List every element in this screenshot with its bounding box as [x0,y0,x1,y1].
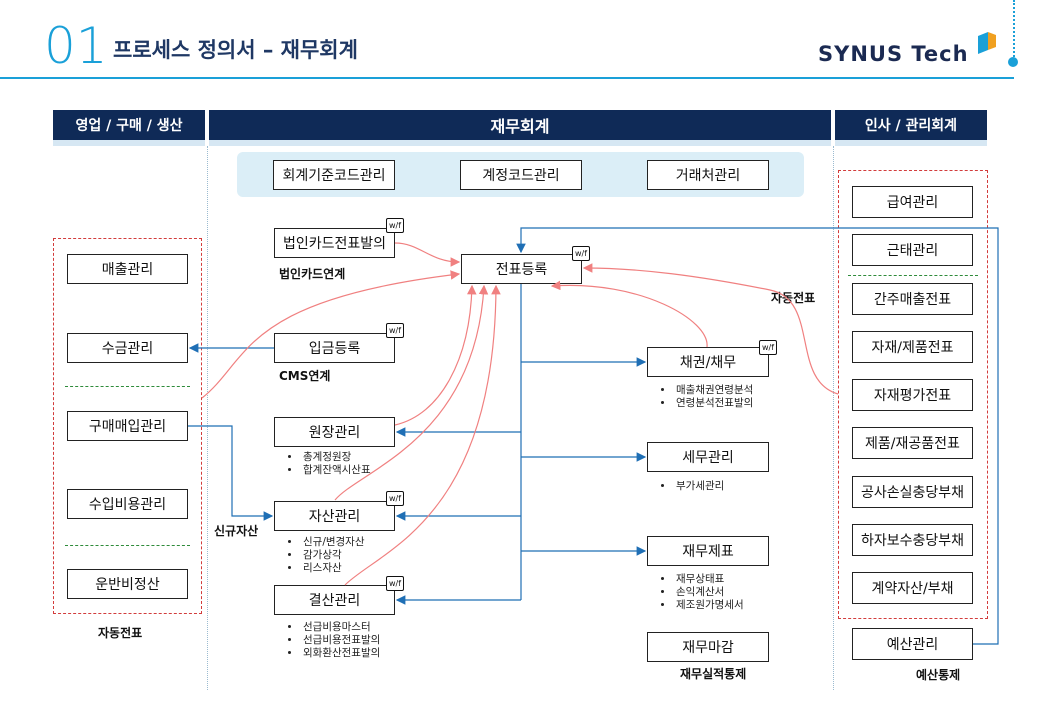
workflow-badge-card: w/f [386,218,404,233]
ledger-items: 총계정원장 합계잔액시산표 [287,451,371,477]
arrow-purchase-to-asset [188,425,274,521]
wip-slip-box[interactable]: 제품/재공품전표 [852,427,973,459]
financial-statement-item: 제조원가명세서 [674,599,744,612]
workflow-badge-slip: w/f [572,246,590,261]
new-asset-caption: 신규자산 [214,524,259,538]
brand-mark-icon [978,32,996,54]
deposit-registration-box[interactable]: 입금등록 [274,333,395,363]
ledger-item: 총계정원장 [301,451,371,464]
arrow-asset-to-slip [334,284,489,501]
vendor-management-box[interactable]: 거래처관리 [647,160,769,190]
budget-control-caption: 예산통제 [916,668,961,682]
header-rule [0,77,1014,79]
closing-management-box[interactable]: 결산관리 [274,585,395,615]
band-hr-management: 인사 / 관리회계 [835,110,987,140]
financial-statement-box[interactable]: 재무제표 [647,536,769,566]
import-cost-box[interactable]: 수입비용관리 [67,489,188,519]
band-sales-purchase-production: 영업 / 구매 / 생산 [53,110,205,140]
receivable-item: 매출채권연령분석 [674,384,753,397]
asset-management-box[interactable]: 자산관리 [274,501,395,531]
budget-management-box[interactable]: 예산관리 [852,628,973,660]
sales-management-box[interactable]: 매출관리 [67,254,188,284]
transport-settlement-box[interactable]: 운반비정산 [67,569,188,599]
financial-closing-box[interactable]: 재무마감 [647,632,769,662]
construction-loss-box[interactable]: 공사손실충당부채 [852,476,973,508]
asset-item: 감가상각 [301,549,365,562]
arrow-left-to-slip [201,270,461,399]
band-shadow-center [209,140,831,146]
tax-item: 부가세관리 [674,480,724,493]
collection-management-box[interactable]: 수금관리 [67,333,188,363]
closing-item: 선급비용마스터 [301,621,380,634]
brand-logo: SYNUS Tech [818,42,969,66]
material-product-slip-box[interactable]: 자재/제품전표 [852,331,973,363]
left-auto-slip-caption: 자동전표 [98,626,143,640]
left-divider-2 [65,545,190,546]
warranty-provision-box[interactable]: 하자보수충당부채 [852,524,973,556]
financial-statement-item: 손익계산서 [674,586,744,599]
right-module-group [838,170,988,619]
tax-items: 부가세관리 [660,480,724,493]
workflow-badge-receivable: w/f [759,340,777,355]
closing-items: 선급비용마스터 선급비용전표발의 외화환산전표발의 [287,621,380,660]
header-vertical-rule [1013,0,1017,60]
arrow-right-to-slip [582,263,839,395]
receivable-item: 연령분석전표발의 [674,397,753,410]
cms-link-caption: CMS연계 [279,369,331,383]
attendance-box[interactable]: 근태관리 [852,234,973,266]
ledger-item: 합계잔액시산표 [301,464,371,477]
asset-item: 신규/변경자산 [301,536,365,549]
accounting-code-box[interactable]: 회계기준코드관리 [273,160,395,190]
closing-item: 외화환산전표발의 [301,647,380,660]
account-code-box[interactable]: 계정코드관리 [460,160,582,190]
tax-management-box[interactable]: 세무관리 [647,442,769,472]
arrow-receivable-to-slip [550,280,708,348]
band-shadow-left [53,140,205,146]
corp-card-caption: 법인카드연계 [279,267,346,281]
arrow-card-to-slip [394,242,461,267]
ledger-management-box[interactable]: 원장관리 [274,417,395,447]
financial-statement-item: 재무상태표 [674,573,744,586]
workflow-badge-deposit: w/f [386,323,404,338]
band-financial-accounting: 재무회계 [209,110,831,140]
receivable-items: 매출채권연령분석 연령분석전표발의 [660,384,753,410]
column-separator-left [207,146,208,690]
band-shadow-right [835,140,987,146]
asset-items: 신규/변경자산 감가상각 리스자산 [287,536,365,575]
asset-item: 리스자산 [301,562,365,575]
payroll-box[interactable]: 급여관리 [852,186,973,218]
arrow-budget-to-slip [516,227,999,645]
page-title: 프로세스 정의서 – 재무회계 [113,38,358,62]
workflow-badge-asset: w/f [386,491,404,506]
right-divider [848,275,978,276]
header-dot [1008,57,1018,67]
arrow-closing-to-slip [344,284,501,586]
left-divider-1 [65,386,190,387]
interim-sales-slip-box[interactable]: 간주매출전표 [852,283,973,315]
material-valuation-slip-box[interactable]: 자재평가전표 [852,379,973,411]
receivable-payable-box[interactable]: 채권/채무 [647,347,769,377]
column-separator-right [833,146,834,690]
arrow-ledger-to-slip [394,284,477,426]
financial-statement-items: 재무상태표 손익계산서 제조원가명세서 [660,573,744,612]
slip-registration-box[interactable]: 전표등록 [461,254,582,284]
closing-item: 선급비용전표발의 [301,634,380,647]
purchase-management-box[interactable]: 구매매입관리 [67,411,188,441]
contract-asset-box[interactable]: 계약자산/부채 [852,572,973,604]
corp-card-slip-box[interactable]: 법인카드전표발의 [274,228,395,258]
page-number: 01 [44,17,108,75]
financial-performance-caption: 재무실적통제 [680,667,747,681]
workflow-badge-closing: w/f [386,576,404,591]
